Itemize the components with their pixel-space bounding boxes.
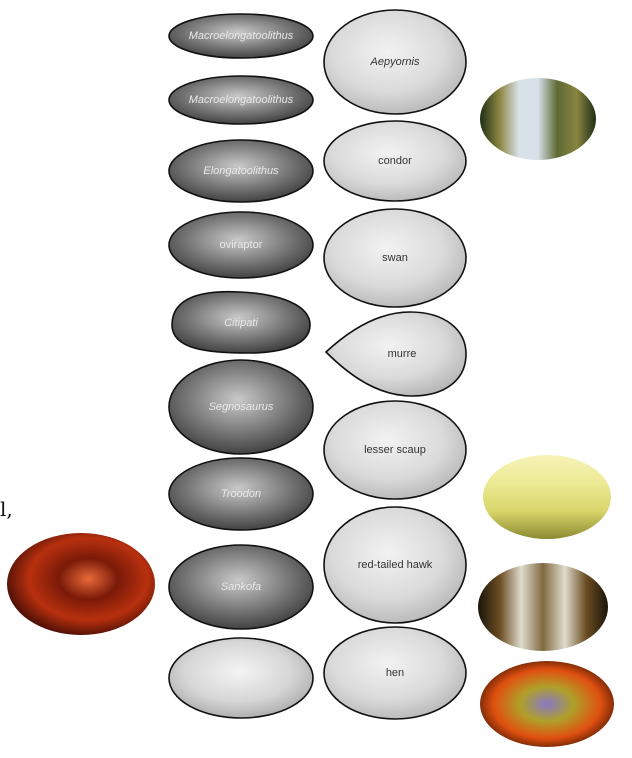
bird-egg-label: murre	[388, 348, 417, 360]
bird-egg: red-tailed hawk	[324, 507, 466, 623]
dino-egg: Sankofa	[169, 545, 313, 629]
bird-egg-label: swan	[382, 252, 408, 264]
bird-egg: swan	[324, 209, 466, 307]
dino-egg-label: Macroelongatoolithus	[189, 94, 294, 106]
dino-egg	[169, 638, 313, 718]
dino-egg-label: Segnosaurus	[209, 401, 274, 413]
dino-egg: Elongatoolithus	[169, 140, 313, 202]
egg-photo-red	[7, 533, 155, 635]
dinosaur-egg-column: Macroelongatoolithus Macroelongatoolithu…	[169, 14, 313, 718]
dino-egg-label: Macroelongatoolithus	[189, 30, 294, 42]
dino-egg-shape-unlabeled	[169, 638, 313, 718]
page-edge-fragment: l,	[0, 497, 13, 521]
bird-egg-label: hen	[386, 667, 404, 679]
dino-egg-label: Citipati	[224, 317, 258, 329]
egg-photo-yellow	[483, 455, 611, 539]
dino-egg: Macroelongatoolithus	[169, 14, 313, 58]
egg-photo-brown-banded	[478, 563, 608, 651]
dino-egg-label: Sankofa	[221, 581, 261, 593]
dino-egg-label: oviraptor	[220, 239, 263, 251]
bird-egg: Aepyornis	[324, 10, 466, 114]
bird-egg-label: lesser scaup	[364, 444, 426, 456]
dino-egg: Macroelongatoolithus	[169, 76, 313, 124]
dino-egg: Troodon	[169, 458, 313, 530]
bird-egg-label: Aepyornis	[370, 56, 420, 68]
dino-egg-label: Troodon	[221, 488, 261, 500]
egg-photo-blue-striped	[480, 78, 596, 160]
bird-egg: lesser scaup	[324, 401, 466, 499]
bird-egg: hen	[324, 627, 466, 719]
bird-egg: condor	[324, 121, 466, 201]
dino-egg-label: Elongatoolithus	[203, 165, 279, 177]
bird-egg: murre	[326, 312, 466, 396]
dino-egg: Segnosaurus	[169, 360, 313, 454]
bird-egg-label: condor	[378, 155, 412, 167]
dino-egg: Citipati	[172, 292, 310, 353]
egg-photo-multicolor	[480, 661, 614, 747]
bird-egg-label: red-tailed hawk	[358, 559, 433, 571]
bird-egg-column: Aepyornis condor swan murre lesser scaup…	[324, 10, 466, 719]
dino-egg: oviraptor	[169, 212, 313, 278]
